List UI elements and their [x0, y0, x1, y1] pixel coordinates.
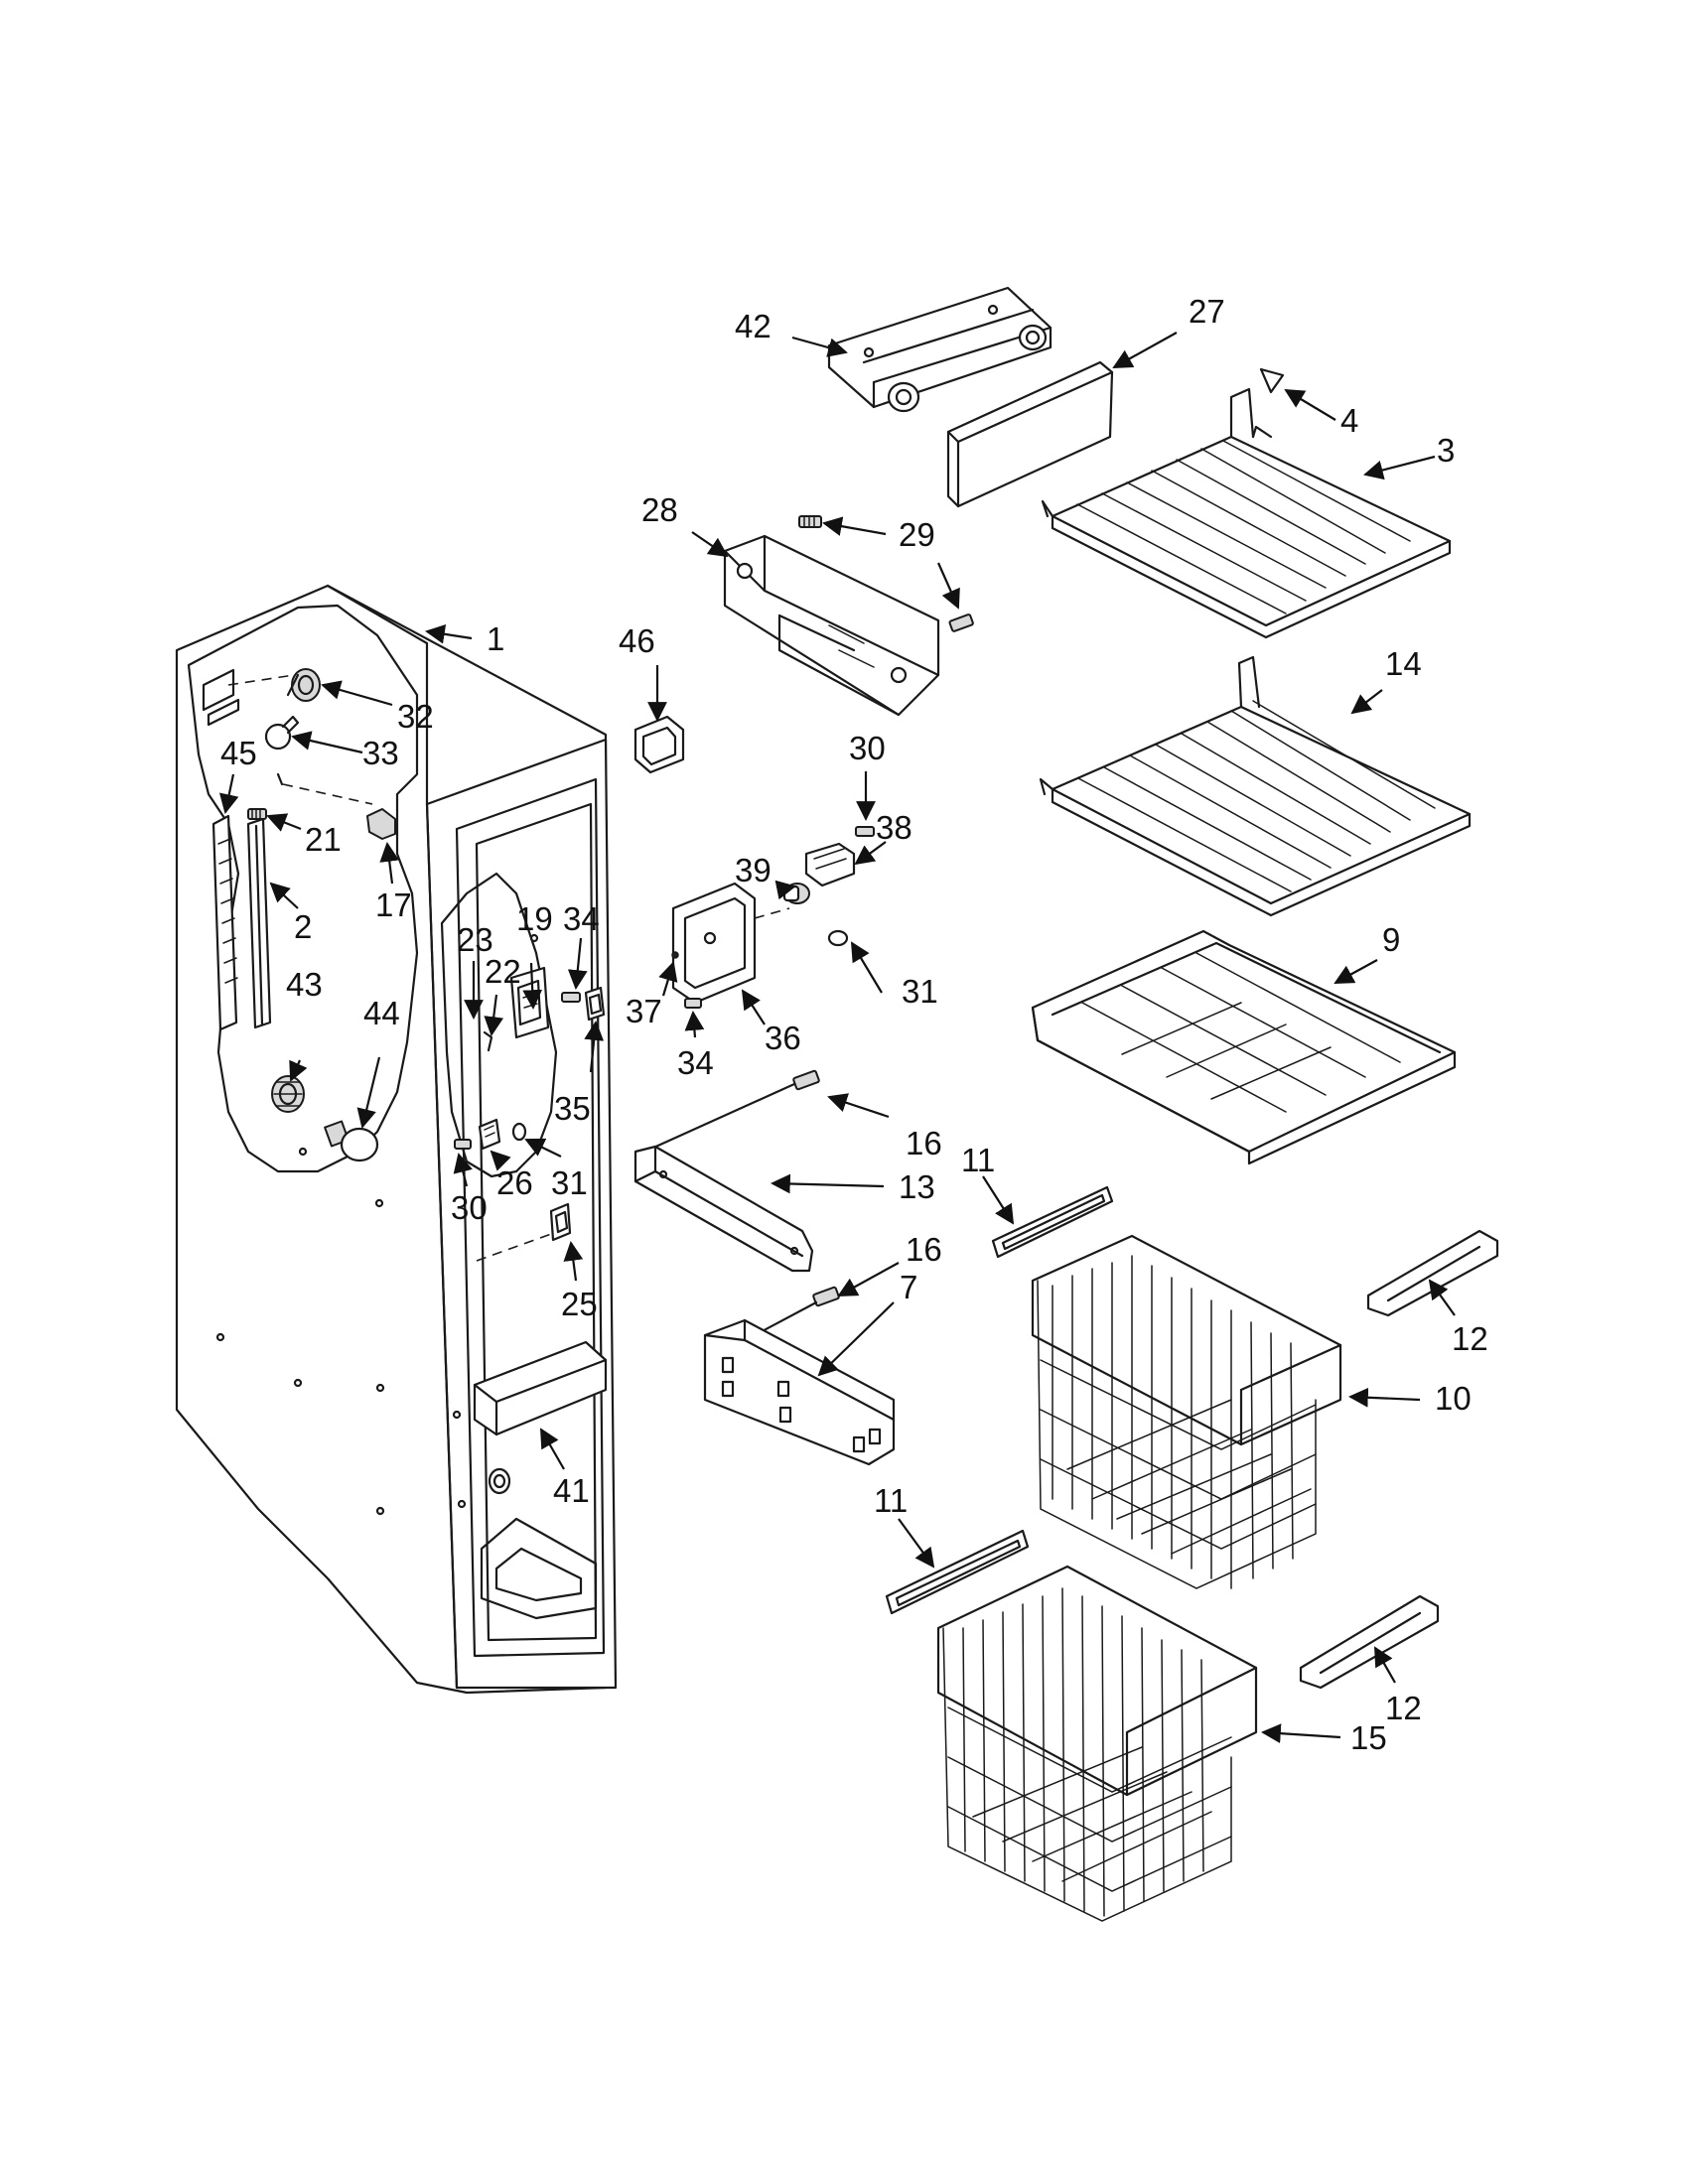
part-33-bulb [264, 715, 300, 751]
label-17: 17 [375, 887, 412, 923]
dashed-line-17 [282, 783, 373, 805]
part-11-handle-a [991, 1185, 1114, 1259]
part-46-bracket [633, 715, 685, 774]
label-44: 44 [363, 995, 400, 1031]
part-2-rail [246, 817, 272, 1029]
label-37: 37 [626, 993, 662, 1029]
label-34b: 34 [677, 1044, 714, 1081]
label-19: 19 [516, 900, 553, 937]
part-16-screw-a [792, 1069, 820, 1091]
part-38-switch [804, 842, 856, 887]
label-46: 46 [619, 622, 655, 659]
label-31b: 31 [902, 973, 938, 1010]
label-25: 25 [561, 1286, 598, 1322]
part-7-panel [703, 1318, 896, 1466]
label-28: 28 [641, 491, 678, 528]
part-21-screw [247, 808, 267, 820]
part-15-basket [936, 1565, 1258, 1922]
part-17-clip [366, 808, 396, 840]
part-3-wire-shelf [1041, 387, 1452, 639]
label-31a: 31 [551, 1164, 588, 1201]
label-3: 3 [1437, 432, 1455, 469]
part-31-cap-b [827, 929, 849, 947]
label-22: 22 [485, 953, 521, 990]
label-10: 10 [1435, 1380, 1472, 1417]
label-41: 41 [553, 1472, 590, 1509]
dashed-line-39 [754, 907, 790, 919]
part-42-hinge-bracket [827, 286, 1052, 413]
part-34-screw-b [684, 998, 702, 1009]
part-labels: 1 2 3 4 7 9 10 11 11 12 12 13 14 15 16 1… [220, 293, 1488, 1756]
part-4-clip [1259, 367, 1285, 394]
label-1: 1 [487, 620, 504, 657]
label-36: 36 [765, 1020, 801, 1056]
part-13-bracket [633, 1145, 814, 1273]
label-12a: 12 [1452, 1320, 1488, 1357]
part-35-switch [584, 986, 606, 1022]
label-2: 2 [294, 908, 312, 945]
part-43-socket [271, 1075, 305, 1113]
label-42: 42 [735, 308, 772, 344]
part-14-wire-shelf [1039, 655, 1472, 917]
leader-arrows [218, 332, 1456, 1744]
dashed-line-25 [476, 1233, 552, 1262]
part-32-socket [286, 668, 321, 702]
part-44-bulb [324, 1120, 379, 1162]
part-29-screw-b [948, 614, 974, 632]
label-7: 7 [900, 1269, 917, 1305]
part-29-screw-a [798, 515, 822, 528]
part-30-screw-a [454, 1139, 472, 1150]
label-16b: 16 [906, 1231, 942, 1268]
label-13: 13 [899, 1168, 935, 1205]
part-28-mount-bracket [723, 534, 940, 717]
label-39: 39 [735, 852, 772, 888]
part-27-plate [946, 360, 1114, 508]
label-21: 21 [305, 821, 342, 858]
label-4: 4 [1340, 402, 1358, 439]
label-23: 23 [457, 921, 493, 958]
part-16-leader-b [753, 1300, 818, 1337]
part-39-knob [782, 883, 810, 904]
part-9-wire-shelf [1031, 929, 1457, 1165]
part-45-rail [211, 814, 238, 1031]
dashed-line-32 [227, 674, 295, 686]
part-41-cover [473, 1340, 608, 1436]
label-30a: 30 [451, 1189, 488, 1226]
part-10-basket [1031, 1234, 1342, 1589]
part-33-wire [276, 772, 284, 786]
part-31-cap-a [511, 1122, 527, 1142]
part-12-handle-b [1299, 1594, 1440, 1690]
label-27: 27 [1189, 293, 1225, 330]
label-11a: 11 [961, 1142, 995, 1178]
label-12b: 12 [1385, 1690, 1422, 1726]
label-29: 29 [899, 516, 935, 553]
label-30b: 30 [849, 730, 886, 766]
part-12-handle-a [1366, 1229, 1499, 1317]
label-14: 14 [1385, 645, 1422, 682]
label-16a: 16 [906, 1125, 942, 1161]
part-16-leader-a [638, 1082, 796, 1156]
label-15: 15 [1350, 1719, 1387, 1756]
label-35: 35 [554, 1090, 591, 1127]
label-9: 9 [1382, 921, 1400, 958]
label-26: 26 [496, 1164, 533, 1201]
label-34a: 34 [563, 900, 600, 937]
part-30-screw-b [855, 826, 875, 837]
part-36-damper-housing [671, 882, 757, 1005]
part-34-screw-a [561, 992, 581, 1003]
label-11b: 11 [874, 1482, 908, 1519]
label-33: 33 [362, 735, 399, 771]
label-45: 45 [220, 735, 257, 771]
label-38: 38 [876, 809, 912, 846]
part-11-handle-b [885, 1529, 1030, 1615]
label-43: 43 [286, 966, 323, 1003]
part-37-screw [671, 951, 679, 959]
part-25-plug [549, 1202, 572, 1242]
part-26-board [478, 1118, 501, 1151]
label-32: 32 [397, 698, 434, 735]
